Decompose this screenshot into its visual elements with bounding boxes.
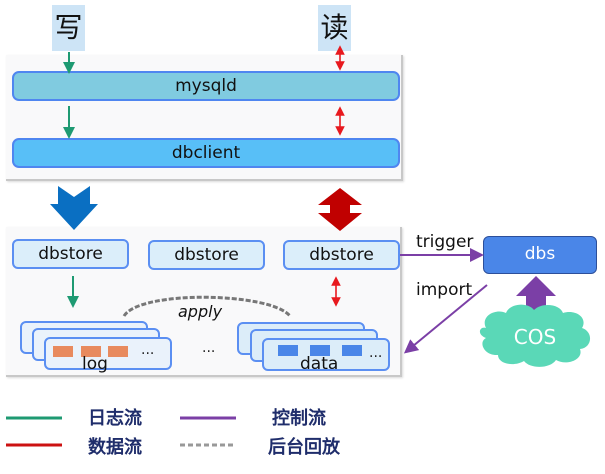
dbstore-1[interactable]: dbstore [12,239,129,269]
legend-control-flow: 控制流 [272,408,326,429]
import-label: import [416,280,473,300]
data-block [278,345,298,356]
cos-cloud [479,304,591,367]
log-block [53,346,73,357]
write-big-arrow [50,186,98,230]
data-ellipsis: ... [369,345,383,361]
mysqld-box[interactable]: mysqld [12,71,400,101]
data-block [310,345,330,356]
write-label: 写 [52,5,85,51]
log-ellipsis: ... [141,342,155,358]
cos-label: COS [513,325,557,349]
data-card-front: ... [262,338,390,371]
legend-data-flow: 数据流 [88,437,142,458]
dbclient-box[interactable]: dbclient [12,138,400,168]
dbstore-3[interactable]: dbstore [283,240,400,270]
import-arrow [403,284,488,354]
log-block [108,346,128,357]
trigger-label: trigger [416,232,474,252]
apply-arc [122,295,292,318]
middle-ellipsis: ... [202,340,216,356]
legend-log-flow: 日志流 [88,408,142,429]
data-block [342,345,362,356]
dbstore-2[interactable]: dbstore [148,240,265,270]
log-card-front: ... [44,337,172,370]
apply-label: apply [178,302,223,321]
log-label: log [82,354,108,374]
data-label: data [300,354,339,374]
legend-background-replay: 后台回放 [268,437,340,458]
read-label: 读 [318,5,351,51]
log-block [81,346,101,357]
read-big-arrow [318,188,362,231]
